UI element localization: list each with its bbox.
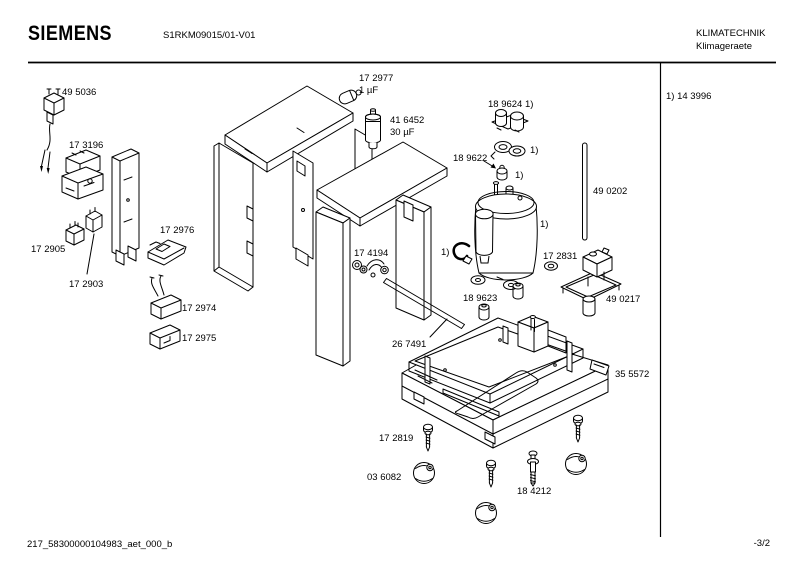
corner-housing-drawing — [213, 85, 373, 292]
part-label-17-2831: 17 2831 — [543, 251, 577, 262]
footer-document-id: 217_58300000104983_aet_000_b — [27, 539, 172, 550]
part-label-03-6082: 03 6082 — [367, 472, 401, 483]
column-left-drawing — [315, 206, 351, 367]
pipe-clamp-drawing — [452, 242, 473, 265]
elbow-17-4194-drawing — [352, 259, 389, 278]
switch-17-2905-drawing — [65, 221, 85, 246]
switch-17-2903-drawing — [85, 207, 103, 275]
footer-page-number: -3/2 — [754, 538, 770, 549]
bolt-18-4212-drawing — [527, 450, 539, 487]
model-number: S1RKM09015/01-V01 — [163, 30, 255, 41]
relay-block-drawing — [61, 149, 104, 200]
division-subtitle: Klimageraete — [696, 41, 752, 52]
footnote-marker-clamp: 1) — [441, 247, 449, 258]
base-tray-drawing — [401, 315, 610, 449]
washer-17-2831-drawing — [544, 261, 558, 271]
part-label-17-4194: 17 4194 — [354, 248, 388, 259]
tube-26-7491-drawing — [383, 278, 465, 338]
casters-03-6082-drawing — [413, 453, 587, 524]
part-label-17-3196: 17 3196 — [69, 140, 103, 151]
part-value-41-6452: 30 µF — [390, 127, 415, 138]
part-label-18-9623: 18 9623 — [463, 293, 497, 304]
box-17-2975-drawing — [149, 324, 181, 350]
capacitor-41-6452-drawing — [365, 108, 381, 150]
part-label-18-9624: 18 9624 1) — [488, 99, 533, 110]
part-value-17-2977: 1 µF — [359, 85, 378, 96]
side-panel-drawing — [111, 148, 140, 266]
part-label-49-5036: 49 5036 — [62, 87, 96, 98]
footnote-marker-compressor: 1) — [540, 219, 548, 230]
part-label-49-0202: 49 0202 — [593, 186, 627, 197]
compressor-drawing — [470, 181, 538, 290]
pump-49-0217-drawing — [560, 247, 622, 317]
part-label-35-5572: 35 5572 — [615, 369, 649, 380]
part-label-17-2905: 17 2905 — [31, 244, 65, 255]
power-plug-drawing — [40, 88, 65, 174]
footnote-marker-grommet: 1) — [515, 170, 523, 181]
box-17-2974-drawing — [149, 274, 182, 320]
part-label-18-9622: 18 9622 — [453, 153, 487, 164]
part-label-26-7491: 26 7491 — [392, 339, 426, 350]
part-label-41-6452: 41 6452 — [390, 115, 424, 126]
part-label-17-2977: 17 2977 — [359, 73, 393, 84]
division-title: KLIMATECHNIK — [696, 28, 766, 39]
footnote-marker-gasket: 1) — [530, 145, 538, 156]
part-label-17-2976: 17 2976 — [160, 225, 194, 236]
brand-logo: SIEMENS — [28, 22, 112, 45]
part-label-17-2974: 17 2974 — [182, 303, 216, 314]
part-label-49-0217: 49 0217 — [606, 294, 640, 305]
capacitor-17-2977-drawing — [338, 89, 362, 105]
part-label-17-2975: 17 2975 — [182, 333, 216, 344]
rod-49-0202-drawing — [582, 142, 588, 241]
grommet-18-9622-drawing — [483, 160, 508, 181]
column-right-drawing — [395, 194, 432, 321]
part-label-17-2903: 17 2903 — [69, 279, 103, 290]
part-label-17-2819: 17 2819 — [379, 433, 413, 444]
valve-18-9624-drawing — [491, 109, 529, 133]
footnote-reference: 1) 14 3996 — [666, 91, 711, 102]
gasket-drawing — [490, 141, 526, 160]
bracket-17-2976-drawing — [147, 239, 187, 266]
part-label-18-4212: 18 4212 — [517, 486, 551, 497]
